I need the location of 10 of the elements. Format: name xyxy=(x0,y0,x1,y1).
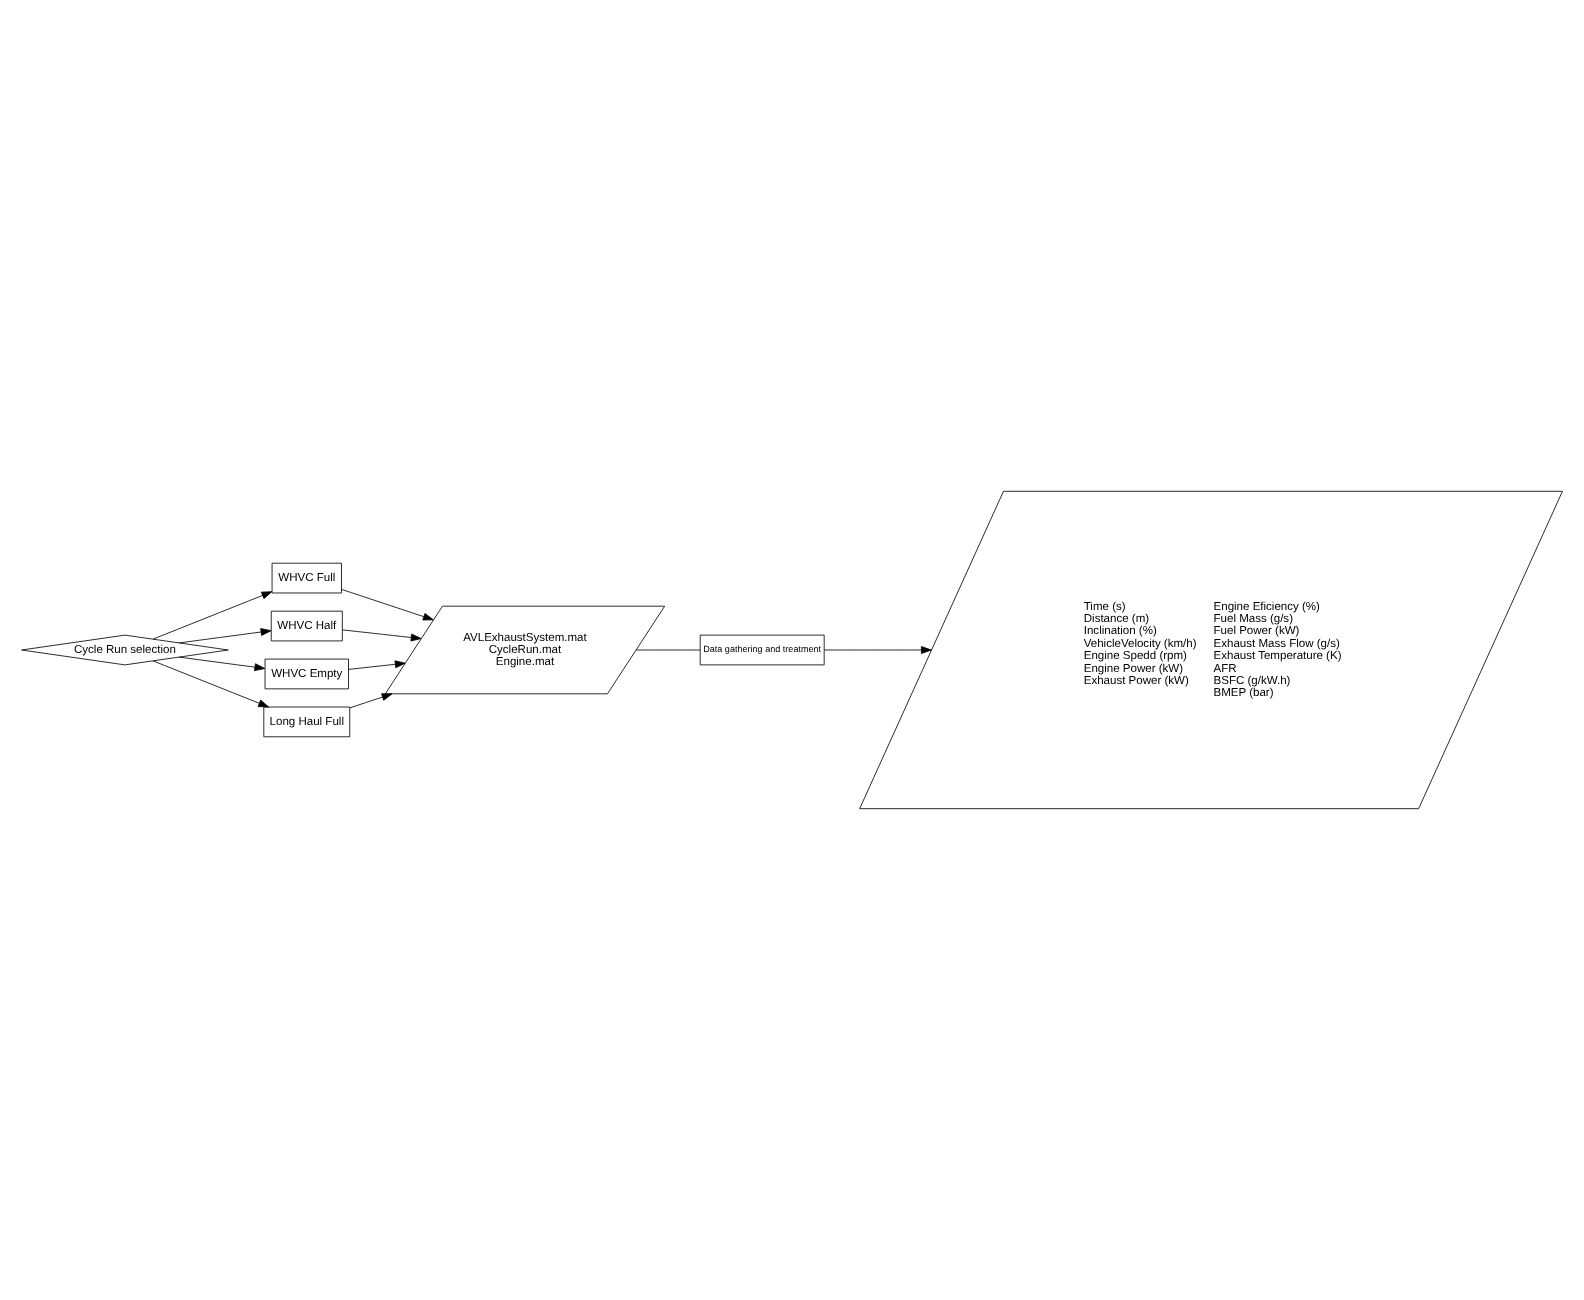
arrow xyxy=(348,660,406,670)
connector xyxy=(635,649,701,651)
arrow xyxy=(152,660,270,708)
arrow xyxy=(178,628,272,644)
arrow xyxy=(178,656,266,672)
arrow xyxy=(152,591,273,640)
arrow xyxy=(342,629,422,642)
arrow xyxy=(823,646,932,654)
arrow xyxy=(349,693,393,709)
arrow xyxy=(341,589,434,621)
